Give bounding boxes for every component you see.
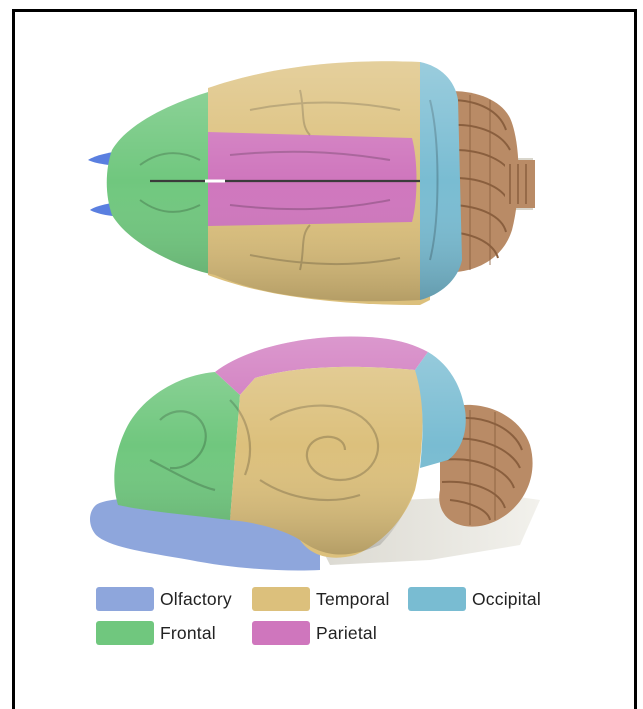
olfactory-label: Olfactory: [160, 589, 232, 610]
dorsal-cortex: [107, 61, 462, 305]
frontal-swatch: [96, 621, 154, 645]
legend-item-olfactory: Olfactory: [96, 587, 232, 611]
parietal-label: Parietal: [316, 623, 377, 644]
temporal-label: Temporal: [316, 589, 390, 610]
dorsal-view: [88, 61, 535, 305]
lateral-view: [90, 337, 540, 571]
olfactory-swatch: [96, 587, 154, 611]
occipital-swatch: [408, 587, 466, 611]
occipital-label: Occipital: [472, 589, 541, 610]
legend-item-temporal: Temporal: [252, 587, 390, 611]
parietal-swatch: [252, 621, 310, 645]
legend-item-frontal: Frontal: [96, 621, 216, 645]
temporal-swatch: [252, 587, 310, 611]
legend-item-parietal: Parietal: [252, 621, 377, 645]
frontal-label: Frontal: [160, 623, 216, 644]
legend-item-occipital: Occipital: [408, 587, 541, 611]
